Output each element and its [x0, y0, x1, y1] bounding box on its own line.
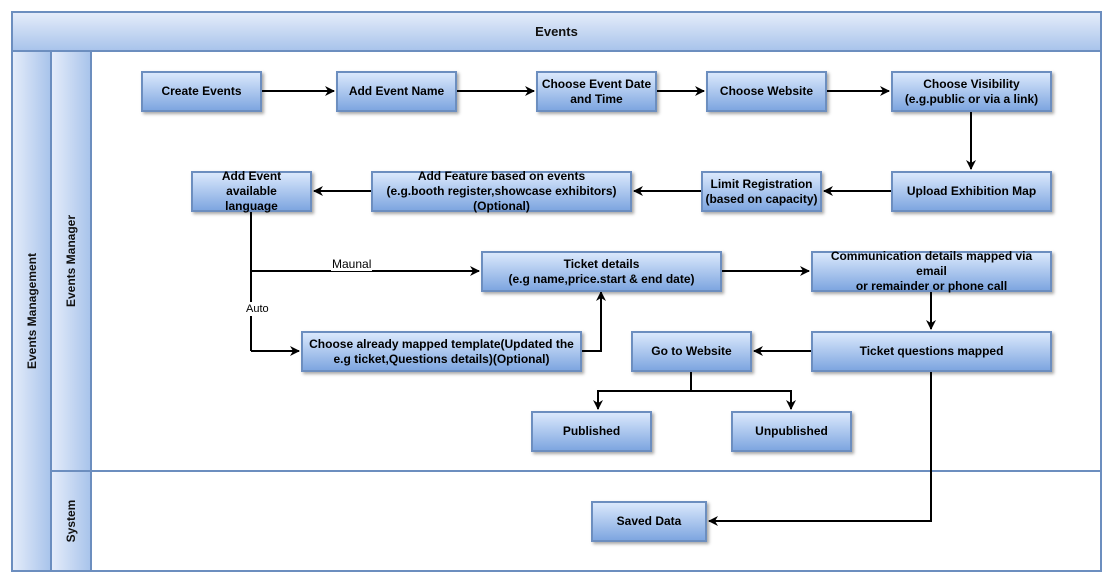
edge-label-auto: Auto — [245, 302, 270, 316]
node-choose-date-time[interactable]: Choose Event Date and Time — [536, 71, 657, 112]
node-ticket-questions[interactable]: Ticket questions mapped — [811, 331, 1052, 372]
node-choose-visibility[interactable]: Choose Visibility (e.g.public or via a l… — [891, 71, 1052, 112]
edge-template-to-ticket — [582, 291, 606, 352]
edge-gowebsite-to-unpublished — [691, 390, 796, 410]
node-add-language[interactable]: Add Event available language — [191, 169, 312, 213]
edge-questions-to-saved — [708, 372, 932, 526]
node-template[interactable]: Choose already mapped template(Updated t… — [301, 331, 582, 372]
edge-label-manual: Maunal — [331, 257, 373, 271]
pool-side-label: Events Management — [11, 52, 52, 572]
lane-system-header: System — [52, 470, 92, 572]
node-published[interactable]: Published — [531, 411, 652, 452]
node-limit-registration[interactable]: Limit Registration (based on capacity) — [701, 171, 822, 212]
node-choose-website[interactable]: Choose Website — [706, 71, 827, 112]
node-create-events[interactable]: Create Events — [141, 71, 262, 112]
pool-header: Events — [11, 11, 1102, 52]
node-communication[interactable]: Communication details mapped via email o… — [811, 249, 1052, 293]
node-add-feature[interactable]: Add Feature based on events (e.g.booth r… — [371, 169, 632, 213]
node-upload-map[interactable]: Upload Exhibition Map — [891, 171, 1052, 212]
edge-gowebsite-to-published — [593, 372, 692, 410]
node-unpublished[interactable]: Unpublished — [731, 411, 852, 452]
node-ticket-details[interactable]: Ticket details (e.g name,price.start & e… — [481, 251, 722, 292]
pool-title: Events — [535, 24, 578, 39]
node-add-event-name[interactable]: Add Event Name — [336, 71, 457, 112]
node-saved-data[interactable]: Saved Data — [591, 501, 707, 542]
node-go-to-website[interactable]: Go to Website — [631, 331, 752, 372]
